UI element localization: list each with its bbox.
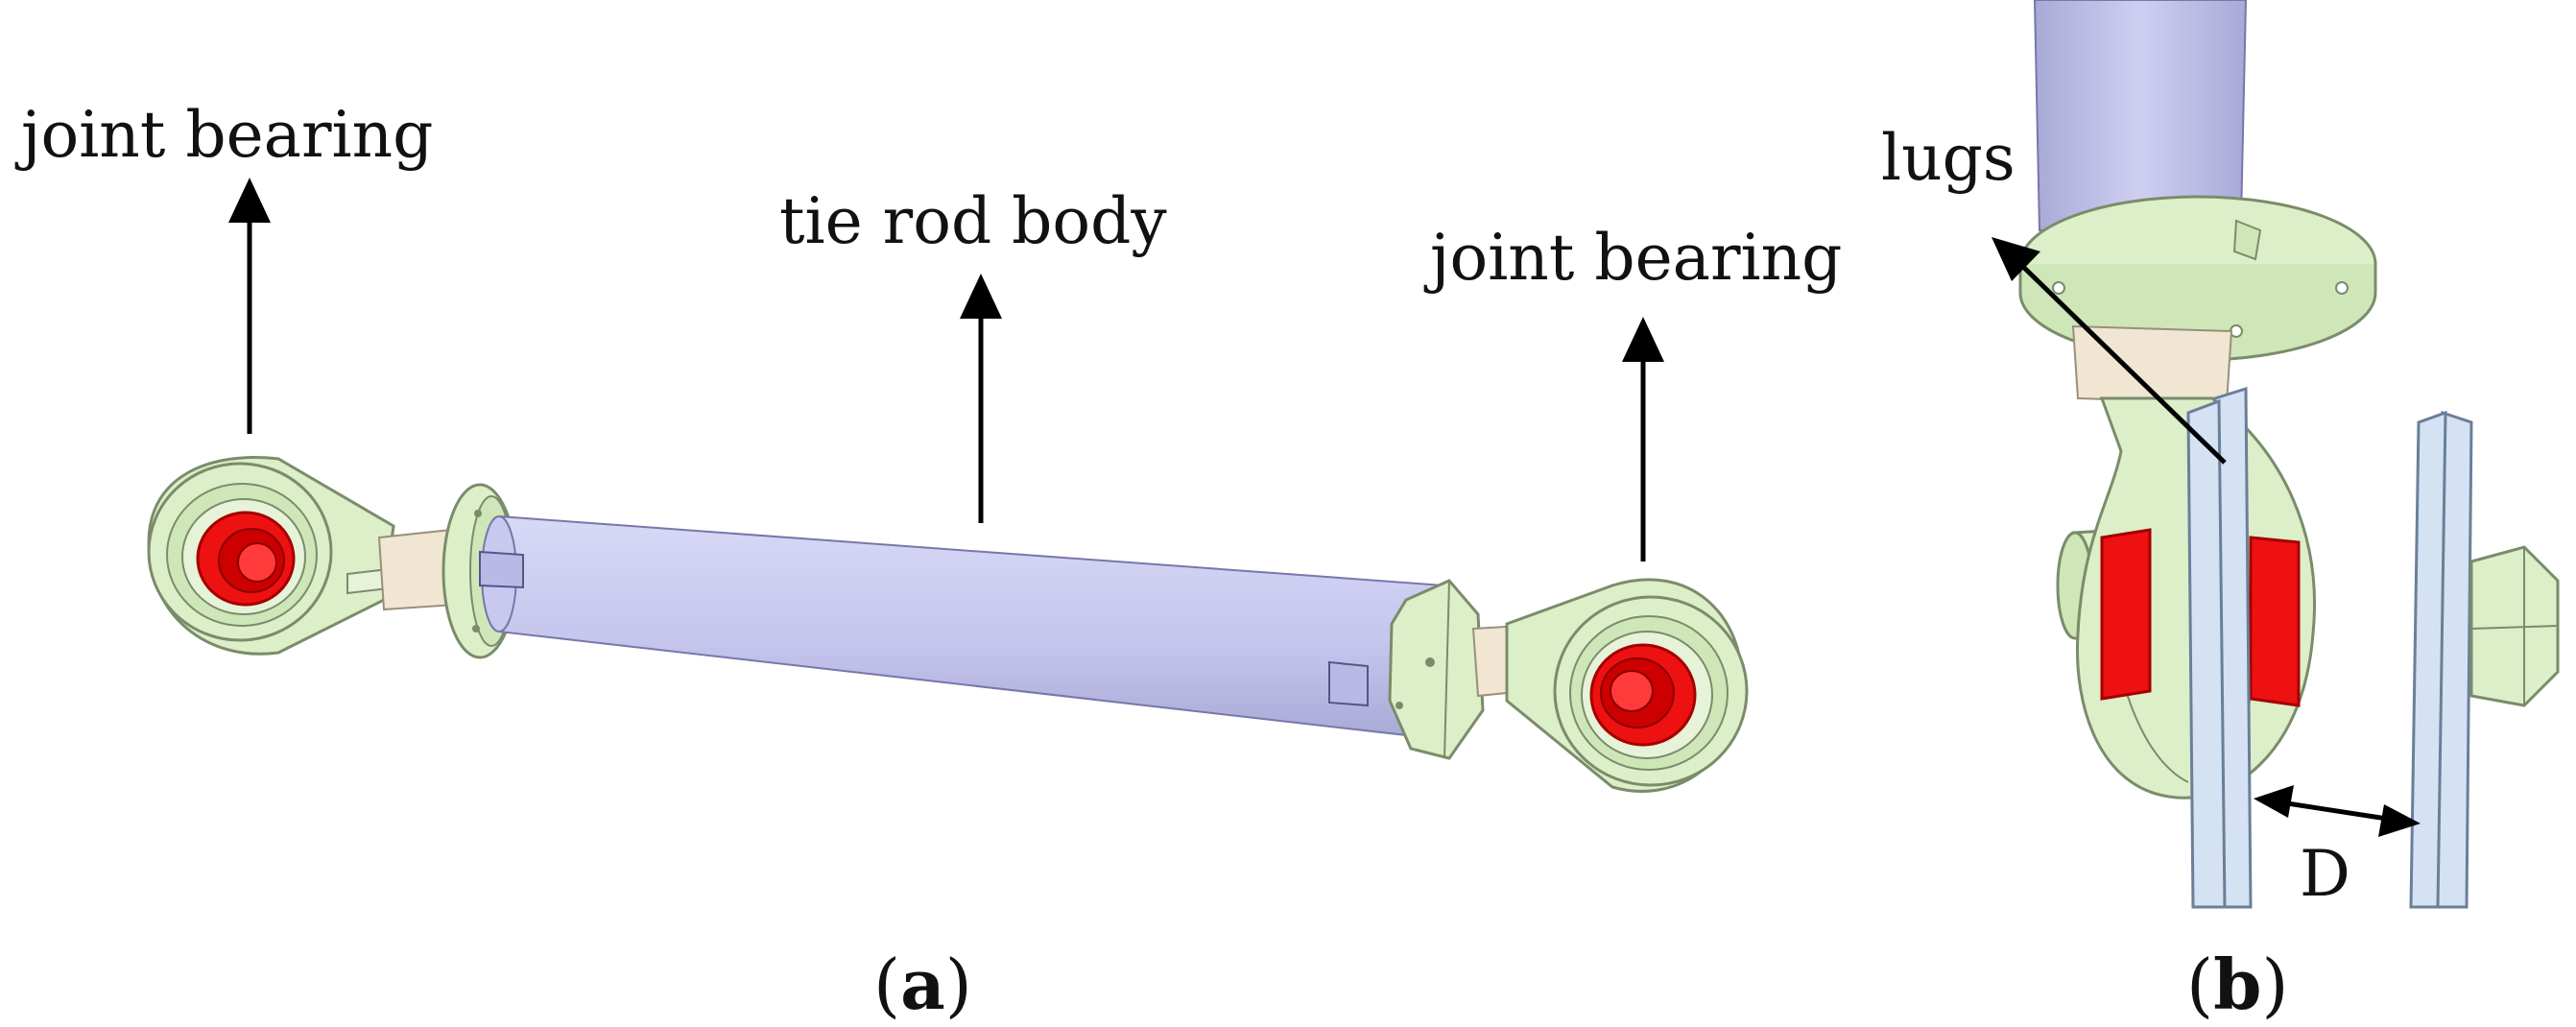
panel-b-drawing (1992, 0, 2560, 909)
arrowhead-tie-rod-body (960, 274, 1002, 319)
right-rod-end (1505, 578, 1749, 793)
panel-label-b: (b) (2186, 943, 2289, 1025)
bearing-left-red (2100, 528, 2152, 701)
arrowhead-joint-bearing-left (228, 178, 271, 223)
dimension-d-arrowhead-left (2254, 785, 2294, 818)
left-rod-end (147, 456, 395, 656)
right-hex-nut (1388, 579, 1485, 760)
bearing-right-red (2249, 536, 2301, 707)
arrowhead-joint-bearing-right (1622, 317, 1664, 362)
label-tie-rod-body: tie rod body (779, 184, 1167, 258)
arrowhead-lugs (1992, 237, 2040, 281)
right-pin-nut (2469, 545, 2560, 707)
dimension-d-line (2274, 799, 2400, 824)
dimension-d-arrowhead-right (2378, 804, 2421, 837)
tie-rod-body-tube (479, 514, 1446, 741)
panel-a-drawing (147, 178, 1749, 793)
label-lugs: lugs (1881, 121, 2015, 195)
arrow-lugs (2018, 262, 2227, 465)
label-joint-bearing-right: joint bearing (1430, 221, 1843, 295)
panel-label-a: (a) (873, 943, 972, 1025)
label-dimension-d: D (2300, 837, 2350, 911)
label-joint-bearing-left: joint bearing (21, 98, 434, 172)
